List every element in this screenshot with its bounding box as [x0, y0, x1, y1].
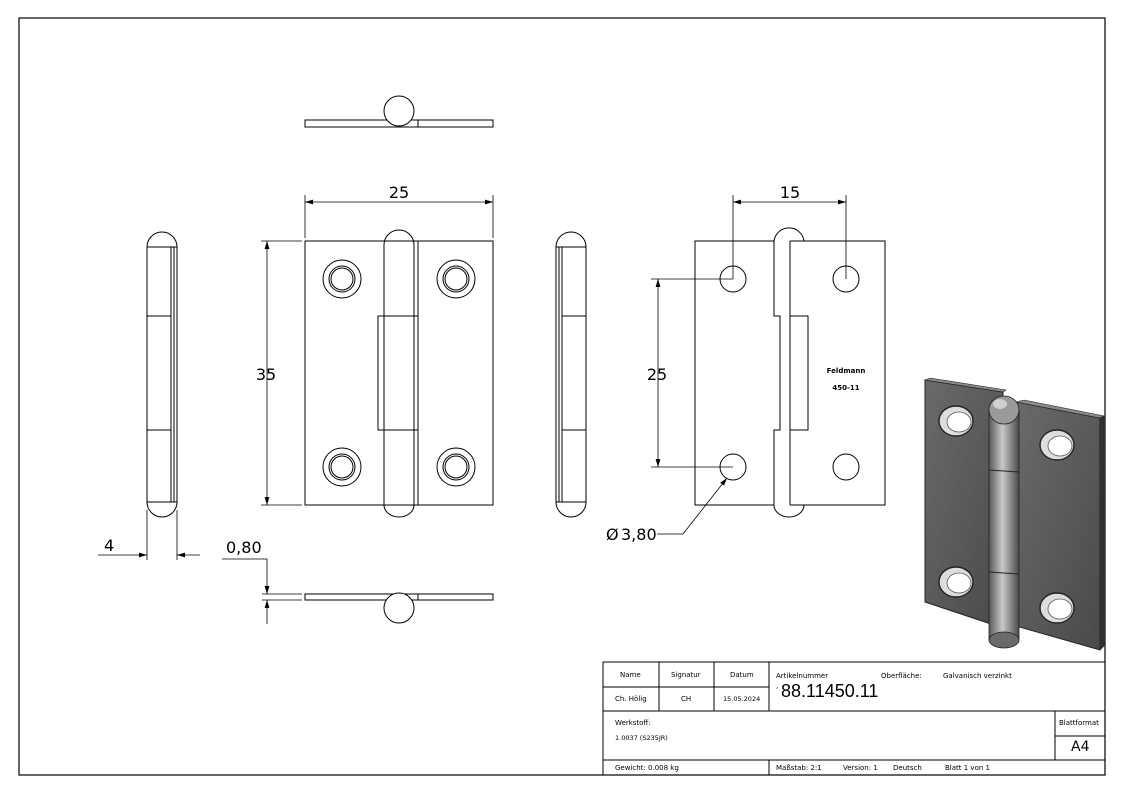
material-label: Werkstoff: — [615, 719, 651, 727]
article-label: Artikelnummer — [776, 672, 829, 680]
dim-hole-spacing-vertical: 25 — [647, 365, 667, 384]
format-label: Blattformat — [1059, 719, 1099, 727]
dim-hole-spacing-horizontal: 15 — [780, 183, 800, 202]
sheet-number: Blatt 1 von 1 — [945, 764, 990, 772]
top-view — [304, 95, 494, 128]
surface-value: Galvanisch verzinkt — [943, 672, 1012, 680]
name-header: Name — [620, 671, 641, 679]
date-value: 15.05.2024 — [723, 695, 761, 703]
format-value: A4 — [1071, 739, 1090, 755]
dim-hole-diameter: 3,80 — [621, 525, 657, 544]
weight: Gewicht: 0.008 kg — [615, 764, 679, 772]
date-header: Datum — [730, 671, 754, 679]
dim-front-width: 25 — [389, 183, 409, 202]
left-side-view — [146, 231, 178, 518]
engraving-brand: Feldmann — [827, 367, 866, 375]
surface-label: Oberfläche: — [881, 672, 922, 680]
dim-side-thickness: 4 — [104, 536, 114, 555]
drawing-border — [18, 17, 1106, 776]
dim-front-height: 35 — [256, 365, 276, 384]
scale: Maßstab: 2:1 — [776, 764, 822, 772]
title-block-frame — [602, 661, 1106, 776]
front-view — [304, 229, 494, 518]
language: Deutsch — [893, 764, 922, 772]
dimension-lines — [98, 195, 847, 624]
signature-header: Signatur — [671, 671, 701, 679]
article-prefix: ‘ — [776, 686, 779, 694]
signature-value: CH — [681, 695, 692, 703]
dim-diameter-symbol: Ø — [606, 525, 619, 544]
engraving-model: 450-11 — [832, 384, 859, 392]
bottom-view — [304, 592, 494, 624]
material-value: 1.0037 (S235JR) — [615, 734, 668, 742]
right-side-view — [555, 231, 587, 518]
version: Version: 1 — [843, 764, 878, 772]
dim-plate-thickness: 0,80 — [226, 538, 262, 557]
name-value: Ch. Hölig — [615, 695, 647, 703]
article-number: 88.11450.11 — [781, 681, 879, 701]
hinge-3d-render — [923, 377, 1105, 651]
